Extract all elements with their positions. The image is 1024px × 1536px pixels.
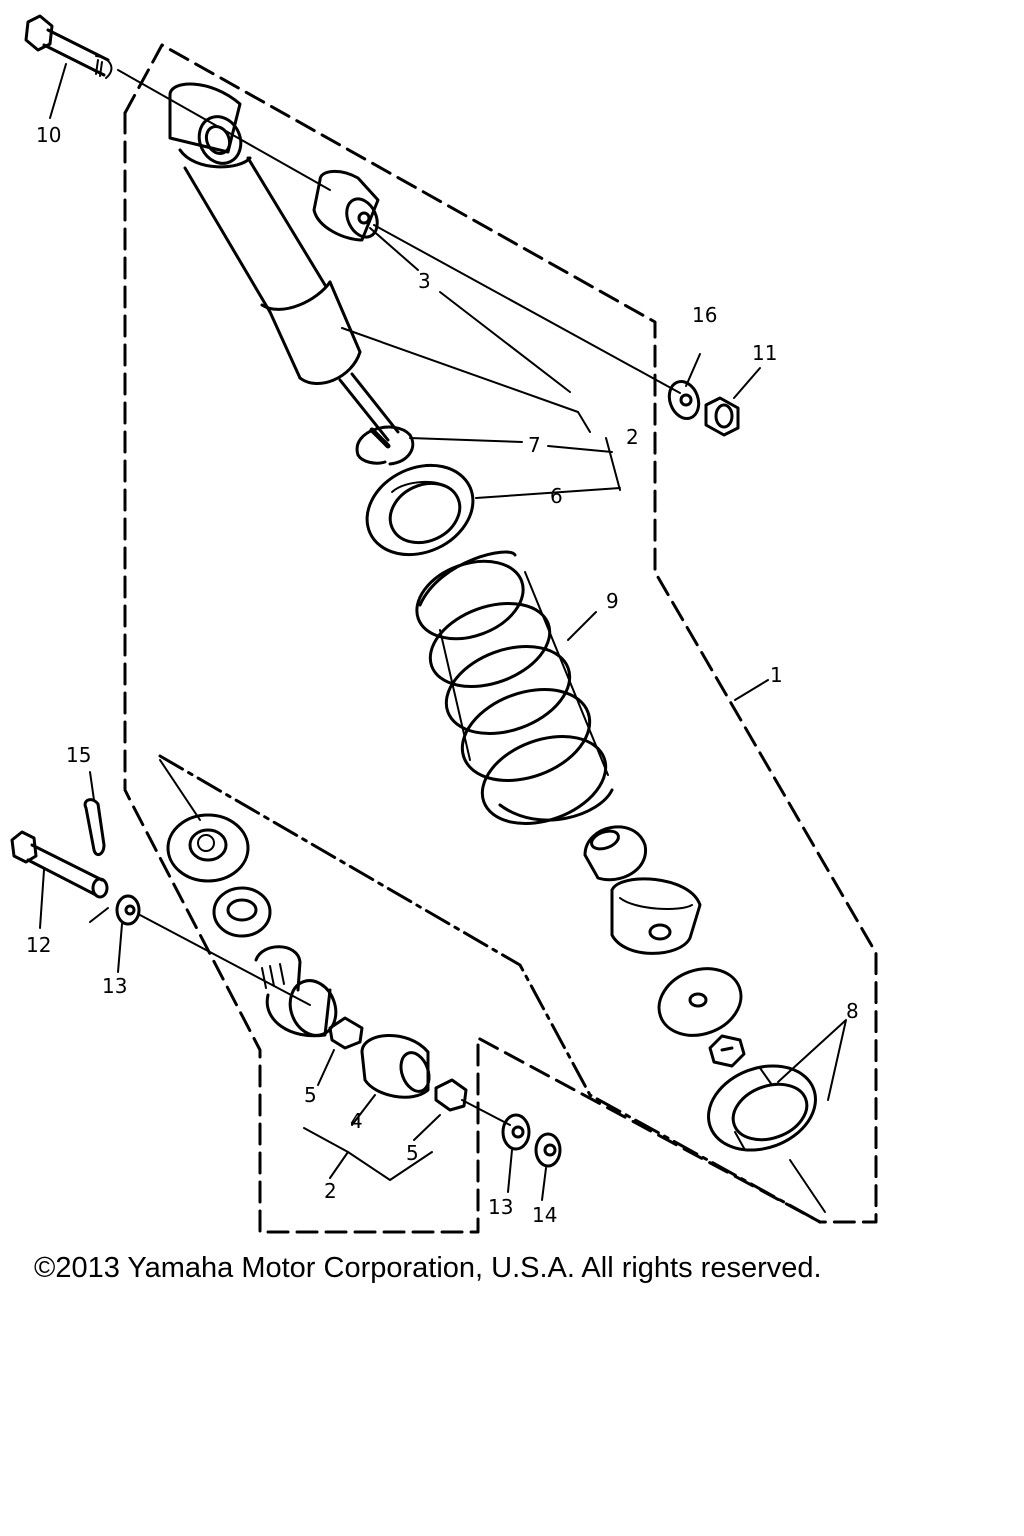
leader-lines <box>40 64 846 1212</box>
rear-shock-exploded-diagram: 10 3 16 11 2 7 6 9 1 15 12 13 8 5 4 5 2 … <box>0 0 1024 1250</box>
callout-12: 12 <box>26 933 51 957</box>
callout-5-left: 5 <box>304 1083 317 1107</box>
upper-bushing-part-3 <box>314 171 383 242</box>
coil-spring-part-9 <box>406 547 618 839</box>
lower-mount-washer <box>214 888 270 936</box>
pivot-pin-part-12 <box>12 832 107 897</box>
lower-bushing-axis-line <box>462 1100 510 1125</box>
lower-nut <box>710 1036 744 1066</box>
spring-seat-part-6 <box>352 449 487 572</box>
callout-2-upper: 2 <box>626 425 639 449</box>
cotter-pin-part-15 <box>85 800 104 855</box>
callout-2-lower: 2 <box>324 1179 337 1203</box>
shock-absorber-body-part-2 <box>170 84 398 446</box>
collar-part-5-right <box>436 1080 466 1110</box>
callout-14: 14 <box>532 1203 557 1227</box>
callout-6: 6 <box>550 484 563 508</box>
upper-bolt-part-10 <box>26 16 111 78</box>
assembly-boundary-left-dashed <box>125 113 820 1232</box>
pin-12-axis-line <box>140 915 310 1005</box>
callout-16: 16 <box>692 303 717 327</box>
callout-11: 11 <box>752 341 777 365</box>
lower-clevis-eye <box>256 947 343 1042</box>
lower-rubber-mount <box>168 815 248 881</box>
washer-part-14 <box>536 1134 560 1166</box>
lower-group-boundary <box>160 756 820 1222</box>
callout-13-left: 13 <box>102 974 127 998</box>
callout-15: 15 <box>66 743 91 767</box>
washer-part-16 <box>664 377 703 422</box>
lower-spring-cup <box>612 879 700 954</box>
callout-1: 1 <box>770 663 783 687</box>
copyright-notice: ©2013 Yamaha Motor Corporation, U.S.A. A… <box>34 1252 822 1284</box>
washer-part-13-right <box>503 1115 529 1149</box>
callout-13-right: 13 <box>488 1195 513 1219</box>
callout-10: 10 <box>36 123 61 147</box>
bushing-3-to-washer-16-line <box>374 225 680 393</box>
nut-part-11 <box>706 398 738 435</box>
spring-clip-part-7 <box>357 427 413 464</box>
callout-5-right: 5 <box>406 1141 419 1165</box>
lower-bushing-part-4 <box>362 1035 434 1097</box>
collar-part-5-left <box>330 1018 362 1048</box>
callout-9: 9 <box>606 589 619 613</box>
washer-part-13-left <box>117 896 139 924</box>
callout-8: 8 <box>846 999 859 1023</box>
callout-7: 7 <box>528 433 541 457</box>
lower-washer-plate <box>650 958 751 1047</box>
split-collar-part-8 <box>697 1052 828 1165</box>
assembly-boundary-dashed <box>125 45 876 1222</box>
callout-4: 4 <box>350 1109 363 1133</box>
bump-stop-rubber <box>585 827 646 880</box>
callout-3: 3 <box>418 269 431 293</box>
